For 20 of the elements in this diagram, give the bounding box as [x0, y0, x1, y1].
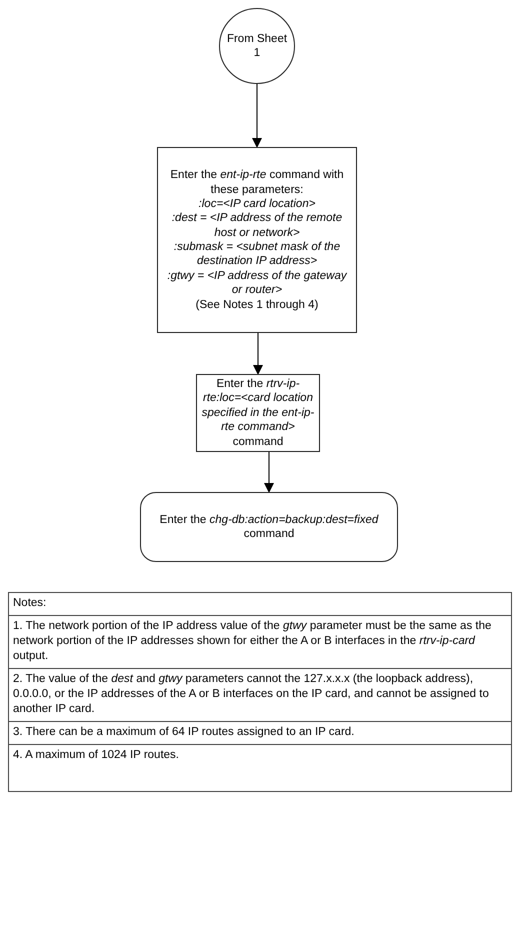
node-text: From Sheet 1 [226, 32, 288, 60]
notes-box [8, 592, 512, 792]
note-text: 2. The value of the dest and gtwy parameters cannot the 127.x.x.x (the loopback address), 0.0.0.0, or the IP addresses of the A or B interfaces on the IP card, and cannot be assigned to another IP card. [13, 672, 490, 717]
arrow [253, 332, 263, 375]
node-text: Enter the ent-ip-rte command with these parameters: [169, 168, 345, 197]
note-text: 4. A maximum of 1024 IP routes. [13, 748, 180, 762]
node-text: :loc=<IP card location> [198, 196, 316, 212]
node-text: :submask = <subnet mask of the destination IP address> [172, 240, 342, 269]
node-text: (See Notes 1 through 4) [196, 298, 318, 312]
arrow [252, 84, 262, 148]
terminal-box [140, 492, 398, 562]
note-text: 1. The network portion of the IP address value of the gtwy parameter must be the same as the network portion of the IP addresses shown for either the A or B interfaces in the rtrv-ip-card output. [13, 618, 492, 664]
node-text: Enter the chg-db:action=backup:dest=fixed command [158, 512, 380, 542]
node-text: Enter the rtrv-ip-rte:loc=<card location specified in the ent-ip-rte command> command [201, 377, 315, 449]
note-text: 3. There can be a maximum of 64 IP routes assigned to an IP card. [13, 724, 356, 740]
notes-heading: Notes: [13, 596, 48, 611]
node-text: :dest = <IP address of the remote host or network> [170, 211, 344, 240]
process-box [157, 147, 357, 333]
arrow [264, 452, 274, 493]
node-text: :gtwy = <IP address of the gateway or router> [166, 268, 348, 298]
